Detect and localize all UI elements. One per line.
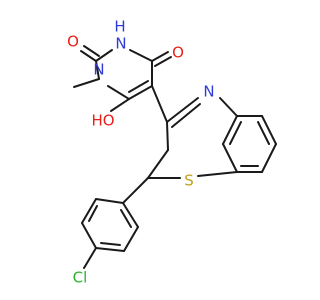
- bond: [197, 171, 238, 177]
- bond: [95, 247, 125, 252]
- benzene-ring-fused: [222, 115, 277, 173]
- bond: [122, 202, 139, 228]
- oxygen-atom-label: O: [67, 33, 79, 51]
- benzothiazepine-ring: [147, 97, 238, 179]
- bond: [128, 85, 153, 100]
- pyrimidine-ring: [73, 45, 172, 123]
- bond: [73, 78, 100, 88]
- oxygen-atom-label: O: [172, 44, 184, 62]
- bond: [100, 242, 121, 246]
- bond: [257, 121, 270, 145]
- bond: [83, 45, 100, 57]
- nitrogen-atom-label: N: [203, 83, 214, 101]
- bond: [83, 247, 97, 269]
- nitrogen-atom-label: N: [115, 35, 126, 53]
- bond: [88, 205, 98, 222]
- bond: [122, 177, 149, 204]
- bond: [81, 198, 97, 224]
- chlorine-atom-label: Cl: [73, 269, 88, 287]
- bond: [261, 115, 277, 145]
- nitrogen-atom-label: N: [93, 61, 104, 79]
- bond: [261, 143, 277, 173]
- hydrogen-atom-label: H: [114, 18, 125, 36]
- bond: [151, 51, 169, 62]
- bond: [110, 98, 130, 112]
- bond: [166, 121, 169, 151]
- bond: [147, 149, 169, 179]
- sulfur-atom-label: S: [184, 172, 194, 190]
- bond: [154, 56, 172, 67]
- bond: [81, 222, 97, 249]
- bond: [123, 226, 139, 252]
- bond: [151, 85, 168, 123]
- bond: [166, 97, 199, 123]
- bond: [128, 80, 149, 93]
- bond: [229, 121, 242, 145]
- bond: [222, 115, 238, 145]
- hydroxyl-label: HO: [91, 112, 114, 130]
- bond: [95, 49, 113, 62]
- bond: [95, 198, 124, 204]
- chemical-structure-diagram: O H N O N HO N S Cl: [67, 18, 277, 287]
- bond: [129, 49, 153, 62]
- bond: [222, 143, 238, 173]
- bond: [95, 60, 100, 80]
- chlorophenyl-ring: [81, 177, 149, 269]
- bond: [219, 97, 238, 117]
- bond: [171, 103, 201, 128]
- bond: [120, 209, 132, 228]
- bond: [107, 85, 130, 100]
- bond: [80, 50, 97, 62]
